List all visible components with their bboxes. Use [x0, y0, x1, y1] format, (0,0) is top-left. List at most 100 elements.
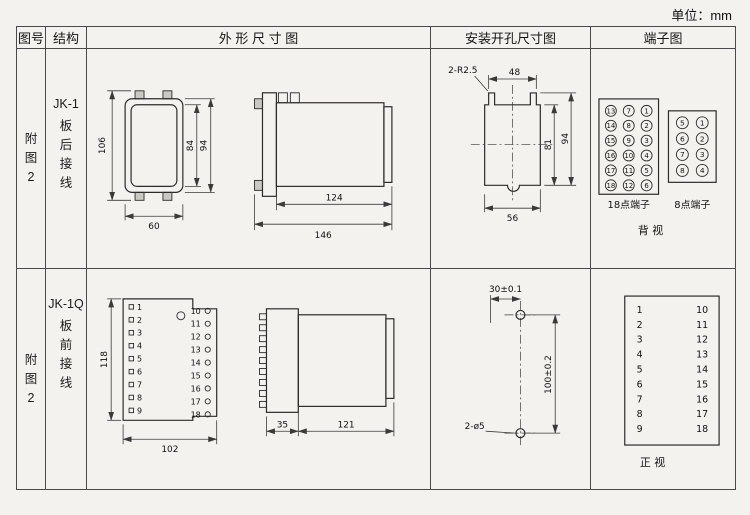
mount-hole-mark [176, 311, 186, 321]
terminal-point-circle [695, 164, 709, 177]
structure-model: JK-1 [53, 97, 79, 111]
pin-marker [128, 381, 135, 388]
terminal-point-circle [675, 164, 689, 177]
terminal-18-box [598, 98, 660, 195]
fig-char: 图 [24, 151, 38, 165]
front-view-dimension-lines: 106 84 94 60 [98, 90, 215, 232]
terminal-point-circle [622, 119, 635, 132]
pin-marker [204, 372, 211, 379]
pin-number: 9 [137, 406, 142, 415]
spec-table: 图号 结构 外 形 尺 寸 图 安装开孔尺寸图 端子图 附 图 2 JK-1 板… [16, 26, 736, 490]
structure-row2: JK-1Q 板 前 接 线 [46, 269, 87, 489]
terminal-number: 9 [637, 424, 643, 435]
pin-number: 11 [191, 320, 201, 329]
connector-pin [259, 400, 267, 408]
pin-marker [204, 320, 211, 327]
view-label-rear: 背 视 [638, 223, 663, 237]
terminal-point-circle [675, 132, 689, 146]
dim-81: 81 [544, 139, 554, 150]
terminal-point-number: 2 [644, 122, 648, 130]
pin-marker [204, 411, 211, 418]
outline-drawing-jk1: 106 84 94 60 [87, 49, 431, 269]
terminal-point-number: 4 [644, 152, 649, 160]
structure-char: 接 [59, 157, 73, 171]
dim-106: 106 [98, 137, 108, 154]
structure-char: 后 [59, 138, 73, 152]
header-fig-no: 图号 [17, 27, 46, 49]
dim-100: 100±0.2 [544, 355, 554, 394]
terminal-point-circle [604, 134, 617, 147]
dim-102: 102 [161, 445, 178, 455]
connector-pin [259, 368, 267, 375]
terminal-point-circle [675, 148, 689, 161]
pin-marker [128, 407, 135, 414]
pin-marker [204, 307, 211, 314]
pin-number: 2 [137, 316, 142, 325]
terminal-point-number: 7 [680, 150, 685, 159]
terminal-number: 4 [637, 350, 643, 361]
terminal-point-circle [640, 149, 653, 162]
pin-marker [128, 330, 135, 336]
terminal-number: 7 [637, 394, 643, 405]
connector-pin [259, 335, 267, 343]
dim-35: 35 [277, 420, 288, 430]
terminal-point-number: 1 [644, 107, 648, 115]
terminal-number: 14 [696, 365, 708, 376]
mounting-drawing-jk1q: 30±0.1 100±0.2 2-ø5 [431, 269, 591, 489]
structure-char: 板 [59, 119, 73, 133]
dim-84: 84 [186, 140, 196, 152]
connector-pin [259, 346, 267, 354]
terminal-point-number: 1 [700, 118, 705, 127]
pin-marker [128, 355, 135, 362]
connector-pin [259, 324, 267, 332]
terminal-point-number: 2 [700, 134, 705, 143]
terminal-point-circle [695, 148, 709, 161]
radius-label: 2-R2.5 [448, 66, 477, 76]
fig-char: 附 [24, 352, 38, 367]
terminal-point-number: 7 [627, 107, 631, 115]
pin-number: 12 [191, 333, 201, 342]
side2-pins [259, 313, 267, 408]
header-terminal-diagram: 端子图 [591, 27, 735, 49]
fig-char: 附 [24, 132, 38, 146]
dim-30: 30±0.1 [489, 285, 522, 295]
terminal-point-number: 6 [644, 182, 648, 190]
terminal-point-circle [640, 179, 653, 192]
terminal-point-number: 14 [606, 122, 615, 130]
pin-marker [128, 394, 135, 401]
dim-121: 121 [338, 420, 355, 430]
pin-marker [204, 346, 211, 353]
terminal-number: 1 [637, 305, 643, 316]
pin-number: 15 [191, 372, 201, 381]
drill-dimension-lines: 30±0.1 100±0.2 2-ø5 [465, 285, 561, 434]
dim-48: 48 [509, 68, 521, 78]
pin-marker [204, 359, 211, 366]
cutout-dimension-lines: 2-R2.5 48 81 94 56 [448, 66, 577, 224]
pin-marker [128, 368, 135, 375]
mounting-drawing-jk1: 2-R2.5 48 81 94 56 [431, 49, 591, 269]
terminal-point-circle [695, 132, 709, 146]
pin-number: 14 [191, 359, 201, 368]
relay-q-side-view [259, 308, 395, 413]
terminal-number: 10 [696, 305, 708, 316]
dim-94-cutout: 94 [561, 133, 571, 145]
drill-hole-top [515, 309, 526, 320]
pin-marker [128, 317, 135, 323]
pin-number: 13 [191, 346, 201, 355]
pin-marker [204, 398, 211, 405]
structure-char: 线 [59, 176, 73, 190]
terminal-point-number: 6 [680, 134, 685, 143]
terminal-number: 5 [637, 365, 643, 376]
terminal-point-circle [622, 104, 635, 117]
relay-side-view [254, 92, 393, 197]
pin-number: 3 [137, 329, 142, 338]
structure-char: 板 [59, 319, 73, 333]
pin-number: 8 [137, 393, 142, 402]
panel-cutout-outline [470, 84, 555, 201]
terminal-point-number: 9 [627, 137, 631, 145]
